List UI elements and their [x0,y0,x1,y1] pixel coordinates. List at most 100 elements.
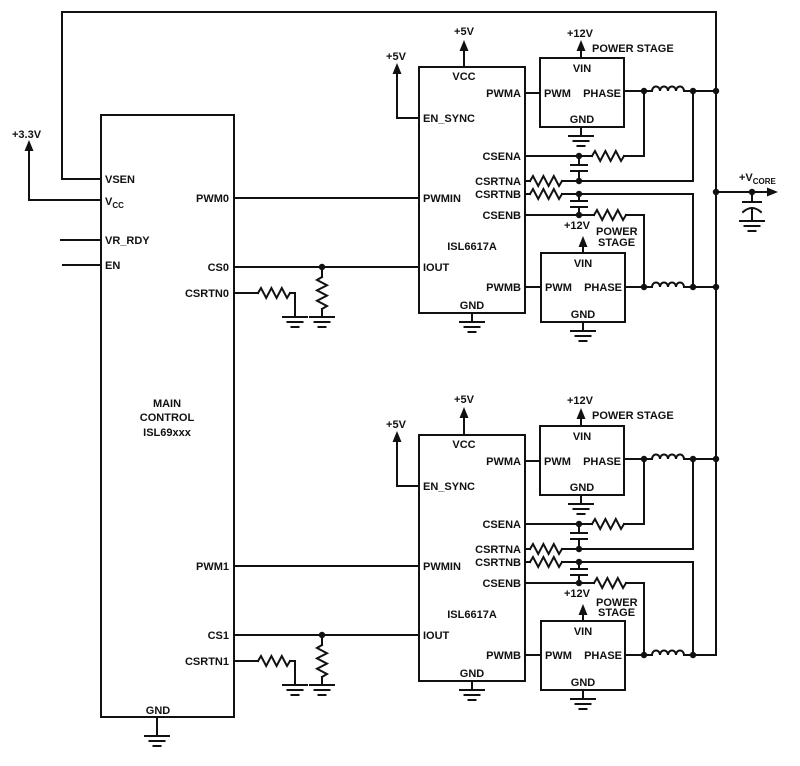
arrows [24,40,778,615]
wire-vsen-feed [61,11,102,180]
main-pin-vsen: VSEN [105,174,135,186]
doubler-a-pin-pwmb: PWMB [486,282,521,294]
arrow-up-12v-ps1 [576,40,586,51]
main-title-line1: MAIN [153,398,181,410]
ground-ps3 [568,503,594,515]
ps3-pin-phase: PHASE [583,456,621,468]
main-pin-gnd: GND [146,705,171,717]
main-pin-csrtn1: CSRTN1 [185,656,229,668]
junction-dot [575,177,583,185]
doubler-b-pin-csrtnb: CSRTNB [475,557,521,569]
ps1-pin-pwm: PWM [544,88,571,100]
main-pin-pwm1: PWM1 [196,561,229,573]
wire-csenb-a [524,214,645,288]
wire-5v-ensync-a [396,73,420,119]
junction-dot [640,87,648,95]
doubler-b-pin-csrtna: CSRTNA [475,544,521,556]
main-pin-cs0: CS0 [208,262,229,274]
resistor-csrtnb-b [528,554,564,570]
capacitor-csen-b2 [570,561,588,584]
ground-doubler-b [459,689,485,701]
inductors [650,85,686,657]
ps4-pin-pwm: PWM [545,650,572,662]
doubler-b-pin-en-sync: EN_SYNC [423,481,475,493]
arrow-right-vcore [767,187,778,197]
vcore-base: +V [739,172,753,184]
main-pin-en: EN [105,260,120,272]
junction-dot [318,631,326,639]
blocks [100,57,626,718]
power-stage-4-box [540,620,626,691]
main-pin-csrtn0: CSRTN0 [185,288,229,300]
doubler-a-part-number: ISL6617A [447,241,497,253]
capacitor-vcore [741,191,763,222]
power-stage-1-box [539,57,625,128]
ps4-pin-gnd: GND [571,677,596,689]
ground-main [144,735,170,747]
doubler-a-pin-csenb: CSENB [482,210,521,222]
arrow-up-12v-ps3 [576,408,586,419]
doubler-a-pin-vcc: VCC [452,71,475,83]
junction-dot [575,558,583,566]
rail-label-5v-ensync-a: +5V [386,51,407,63]
ground-cs1 [309,684,335,696]
main-control-box [100,114,235,718]
junction-dot [689,283,697,291]
wire-v33-to-vcc [28,149,102,201]
arrow-up-5v-vcc-a [459,40,469,51]
resistor-csrtn1 [256,653,292,669]
junction-dot [575,579,583,587]
doubler-a-pin-en-sync: EN_SYNC [423,113,475,125]
phase-doubler-a-box [418,66,526,314]
doubler-b-pin-gnd: GND [460,668,485,680]
ground-ps2 [570,330,596,342]
ps1-pin-vin: VIN [573,63,591,75]
wire-csrtn1 [233,660,296,686]
junction-dot [689,87,697,95]
junction-dot [712,87,720,95]
main-title-line3: ISL69xxx [143,427,192,439]
doubler-b-pin-pwma: PWMA [486,456,521,468]
ground-csrtn1 [282,684,308,696]
ground-ps4 [570,698,596,710]
main-pin-vcc: VCC [105,196,124,210]
rail-label-5v-vcc-a: +5V [454,26,475,38]
rail-label-12v-ps1: +12V [567,28,594,40]
ground-cs0 [309,316,335,328]
doubler-a-pin-csena: CSENA [482,151,521,163]
junction-dot [318,263,326,271]
junction-dot [712,455,720,463]
arrow-up-5v-ensync-b [392,431,402,442]
ps2-pin-pwm: PWM [545,282,572,294]
power-stage-3-title: POWER STAGE [592,410,674,422]
resistor-csrtna-b [528,541,564,557]
wire-csenb-b [524,582,645,656]
inductor-phase4 [650,649,686,657]
arrow-up-12v-ps2 [578,236,588,247]
resistor-csrtna-a [528,173,564,189]
wire-5v-ensync-b [396,441,420,487]
junction-dot [689,455,697,463]
rail-label-12v-ps4: +12V [564,588,591,600]
main-pin-pwm0: PWM0 [196,193,229,205]
main-pin-cs1: CS1 [208,630,229,642]
ground-symbols [144,135,765,747]
ps3-pin-gnd: GND [570,482,595,494]
capacitors [570,155,763,584]
junction-dot [575,211,583,219]
doubler-a-pin-pwma: PWMA [486,88,521,100]
ps1-pin-gnd: GND [570,114,595,126]
doubler-b-pin-vcc: VCC [452,439,475,451]
doubler-b-pin-pwmin: PWMIN [423,561,461,573]
power-stage-1-title: POWER STAGE [592,43,674,55]
junction-dot [748,188,756,196]
resistor-csenb-a [592,207,628,223]
power-stage-2-title-line1: POWER [596,226,638,238]
labels-layer: +3.3V +5V +5V +12V POWER STAGE +12V POWE… [12,26,777,717]
junction-dot [640,283,648,291]
ps3-pin-pwm: PWM [544,456,571,468]
doubler-a-pin-gnd: GND [460,300,485,312]
ground-ps1 [568,135,594,147]
